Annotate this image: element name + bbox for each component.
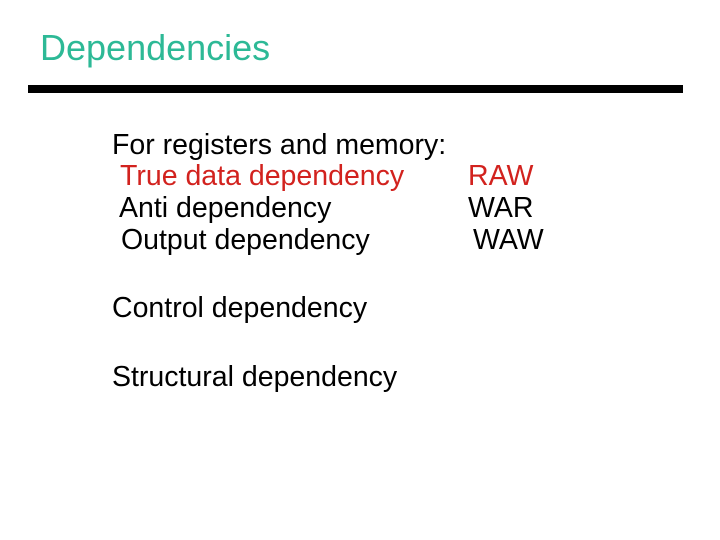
dependency-acronym-raw: RAW <box>468 160 534 192</box>
dependency-label-anti: Anti dependency <box>119 192 332 224</box>
slide-title: Dependencies <box>40 27 271 68</box>
structural-dependency-line: Structural dependency <box>112 361 398 393</box>
dependency-acronym-waw: WAW <box>473 224 544 256</box>
title-underline-rule <box>28 85 683 93</box>
dependency-label-true-data: True data dependency <box>120 160 405 192</box>
control-dependency-line: Control dependency <box>112 292 368 324</box>
body-intro-line: For registers and memory: <box>112 129 447 161</box>
dependency-label-output: Output dependency <box>121 224 370 256</box>
dependency-acronym-war: WAR <box>468 192 534 224</box>
